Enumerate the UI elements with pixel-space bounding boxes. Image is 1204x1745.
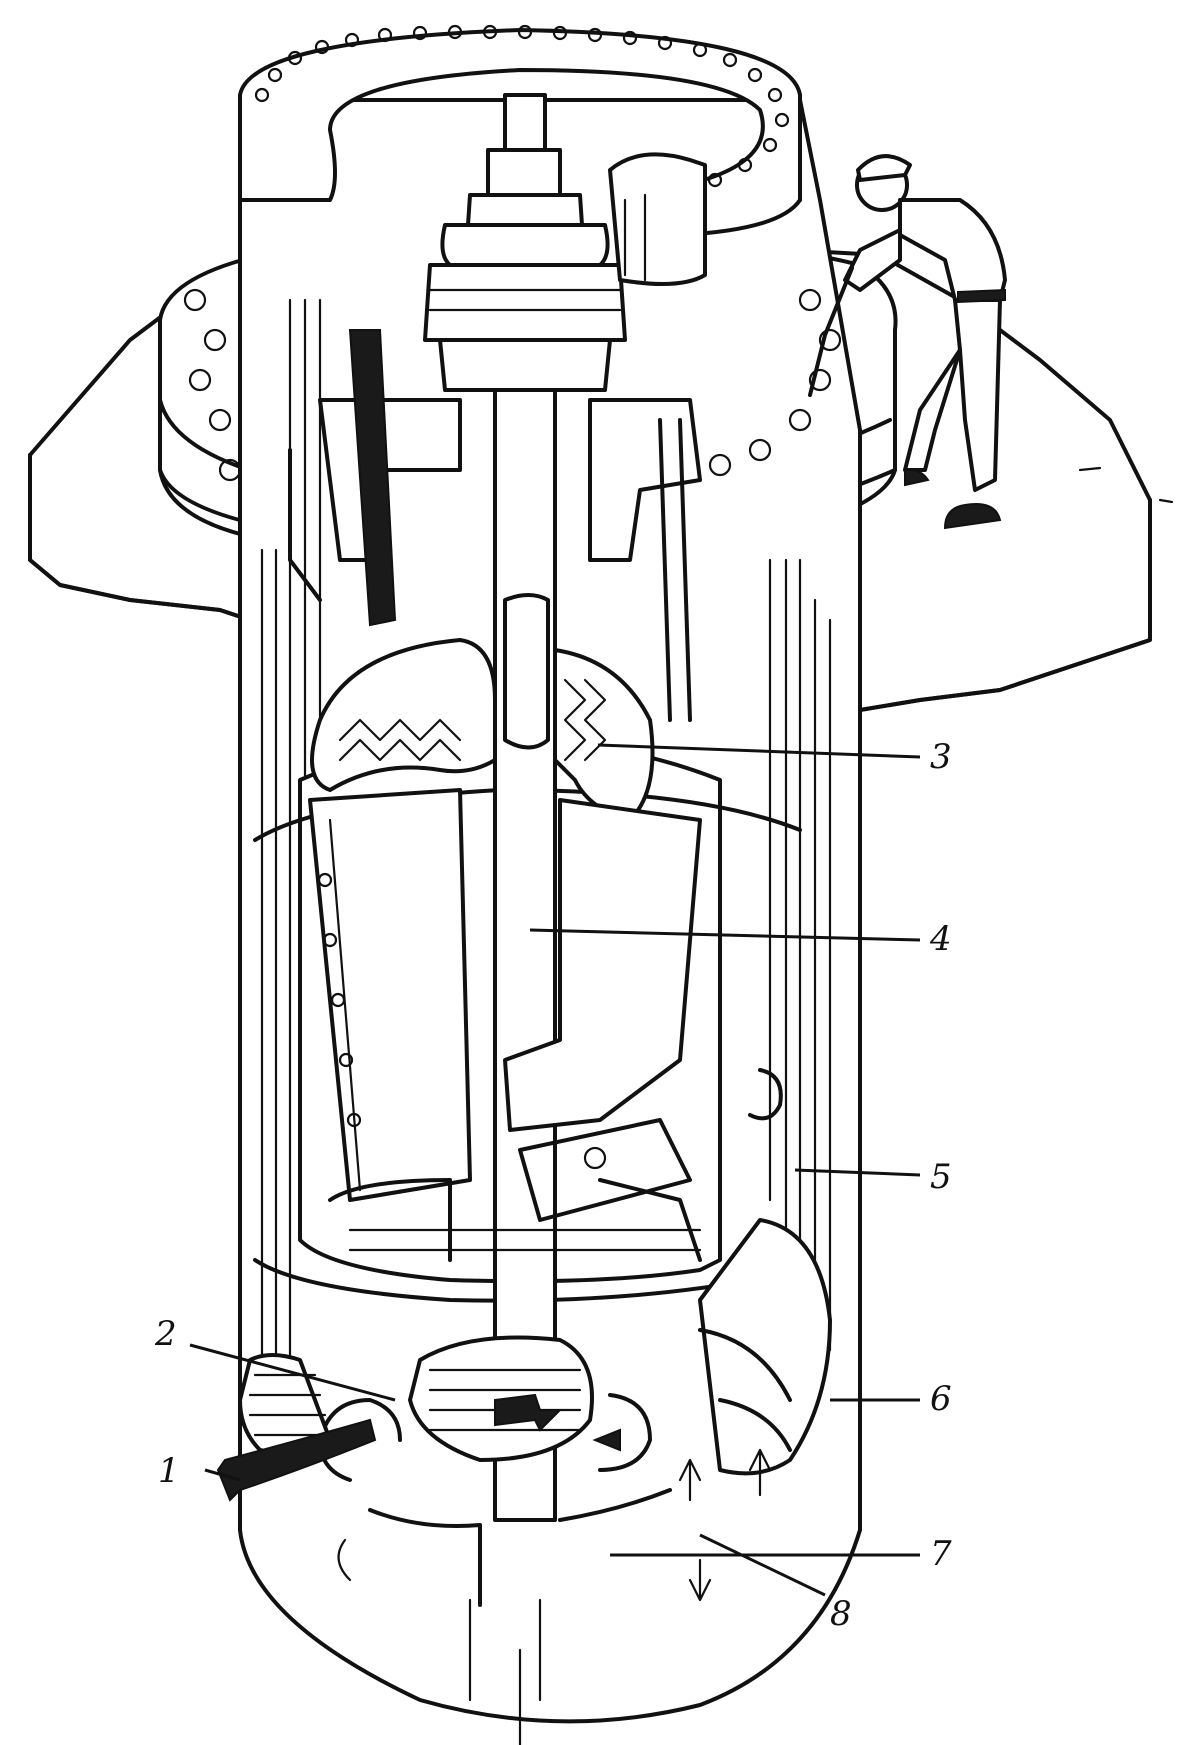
callout-3: 3: [930, 737, 952, 777]
radial-bearing-3: [310, 638, 655, 822]
upper-support-frame: [288, 329, 702, 722]
callout-6: 6: [930, 1379, 952, 1419]
callout-4: 4: [929, 919, 952, 959]
callout-5: 5: [930, 1157, 952, 1197]
flange-bolt-holes: [254, 24, 790, 198]
inlet-elbow-6: [698, 1218, 832, 1476]
outlet-nozzle-1: [216, 1353, 377, 1502]
callout-1: 1: [158, 1451, 180, 1491]
worker-figure: [808, 154, 1007, 530]
motor-rotor-4: [308, 788, 783, 1222]
ring-bolts: [183, 288, 842, 482]
pump-shaft: [423, 93, 627, 1522]
callout-2: 2: [154, 1314, 177, 1354]
callout-7: 7: [930, 1534, 952, 1574]
callout-8: 8: [830, 1594, 852, 1634]
top-flange: [238, 24, 802, 237]
callout-leaders: [189, 743, 921, 1597]
lower-pump-section: [318, 1178, 702, 1745]
upper-motor-housing: [608, 152, 707, 286]
callout-labels: 1 2 3 4 5 6 7 8: [154, 737, 952, 1634]
flow-arrows: [337, 1448, 772, 1602]
